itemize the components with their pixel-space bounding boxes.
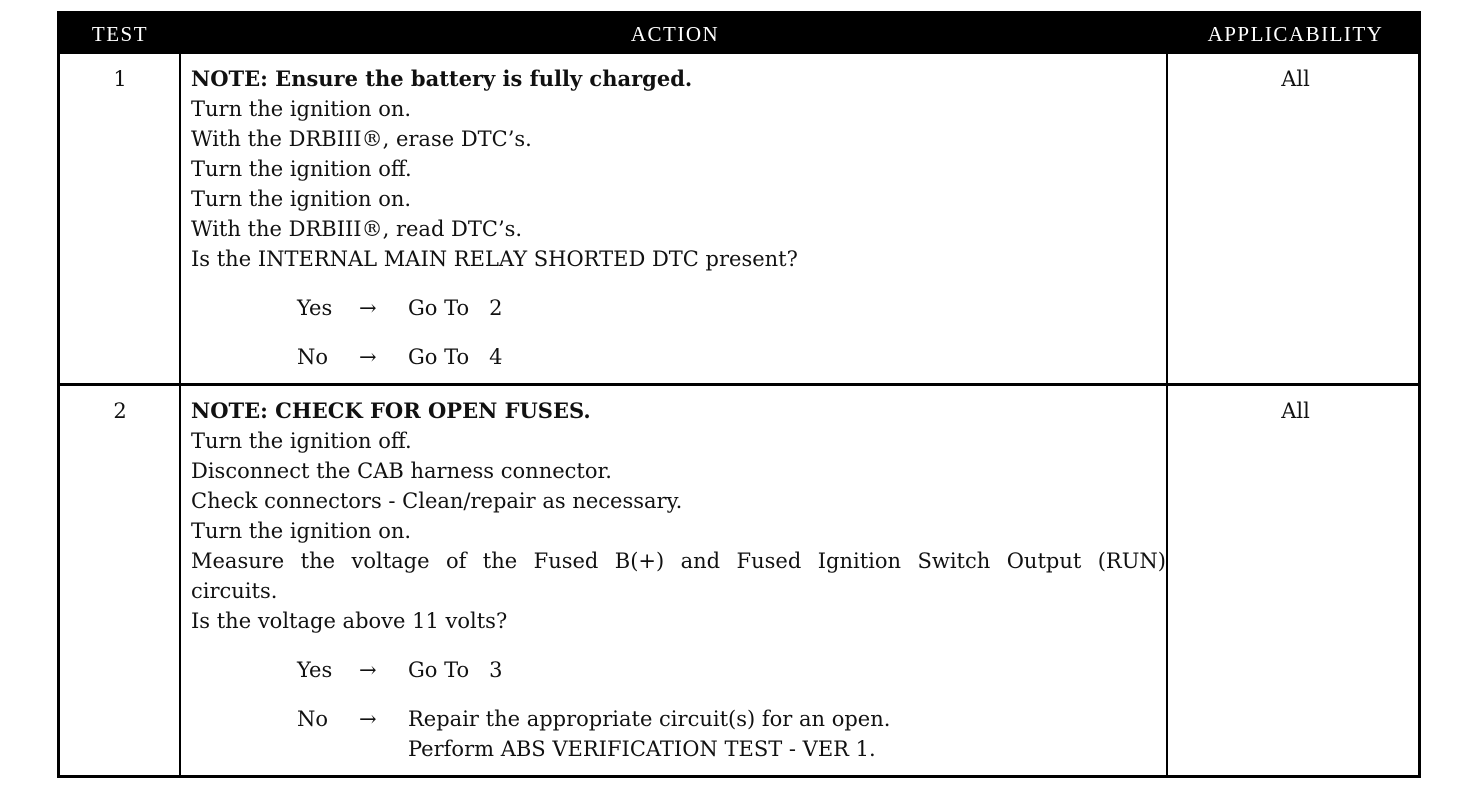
step: circuits.	[191, 579, 278, 603]
answer-result: Go To 2	[408, 296, 503, 320]
step: With the DRBIII®, erase DTC’s.	[191, 127, 532, 151]
answer-result-continued: Perform ABS VERIFICATION TEST - VER 1.	[408, 737, 876, 761]
applicability-1: All	[1281, 67, 1310, 91]
action-cell-1: NOTE: Ensure the battery is fully charge…	[191, 64, 1166, 372]
step: Check connectors - Clean/repair as neces…	[191, 489, 683, 513]
table-header: TEST ACTION APPLICABILITY	[60, 14, 1418, 54]
step: Measure the voltage of the Fused B(+) an…	[191, 549, 1166, 573]
header-action: ACTION	[630, 22, 720, 46]
diagnostic-test-table: TEST ACTION APPLICABILITY 1 All NOTE: En…	[57, 11, 1421, 778]
answer-result: Go To 3	[408, 658, 503, 682]
answer-result: Go To 4	[408, 345, 503, 369]
step: Turn the ignition on.	[191, 519, 412, 543]
question-1: Is the INTERNAL MAIN RELAY SHORTED DTC p…	[191, 247, 798, 271]
step: Turn the ignition on.	[191, 97, 412, 121]
arrow-icon: →	[359, 345, 377, 369]
step: Turn the ignition off.	[191, 429, 412, 453]
step: With the DRBIII®, read DTC’s.	[191, 217, 523, 241]
answer-label: No	[297, 707, 329, 731]
action-cell-2: NOTE: CHECK FOR OPEN FUSES. Turn the ign…	[191, 396, 1166, 764]
header-applicability: APPLICABILITY	[1207, 22, 1384, 46]
arrow-icon: →	[359, 296, 377, 320]
answer-result: Repair the appropriate circuit(s) for an…	[408, 707, 891, 731]
answer-yes-2: Yes → Go To 3	[191, 655, 1166, 685]
step: Turn the ignition on.	[191, 187, 412, 211]
column-divider-applicability	[1166, 54, 1168, 775]
header-test: TEST	[91, 22, 149, 46]
answer-label: Yes	[297, 296, 333, 320]
arrow-icon: →	[359, 658, 377, 682]
arrow-icon: →	[359, 707, 377, 731]
test-number-2: 2	[113, 399, 127, 423]
answer-label: No	[297, 345, 329, 369]
answer-yes-1: Yes → Go To 2	[191, 293, 1166, 323]
applicability-2: All	[1281, 399, 1310, 423]
test-number-1: 1	[113, 67, 127, 91]
note-2: NOTE: CHECK FOR OPEN FUSES.	[191, 398, 591, 423]
question-2: Is the voltage above 11 volts?	[191, 609, 508, 633]
row-divider	[60, 383, 1418, 386]
answer-no-2: No → Repair the appropriate circuit(s) f…	[191, 704, 1166, 764]
answer-no-1: No → Go To 4	[191, 342, 1166, 372]
step: Turn the ignition off.	[191, 157, 412, 181]
step: Disconnect the CAB harness connector.	[191, 459, 612, 483]
column-divider-test	[179, 54, 181, 775]
answer-label: Yes	[297, 658, 333, 682]
note-1: NOTE: Ensure the battery is fully charge…	[191, 66, 693, 91]
